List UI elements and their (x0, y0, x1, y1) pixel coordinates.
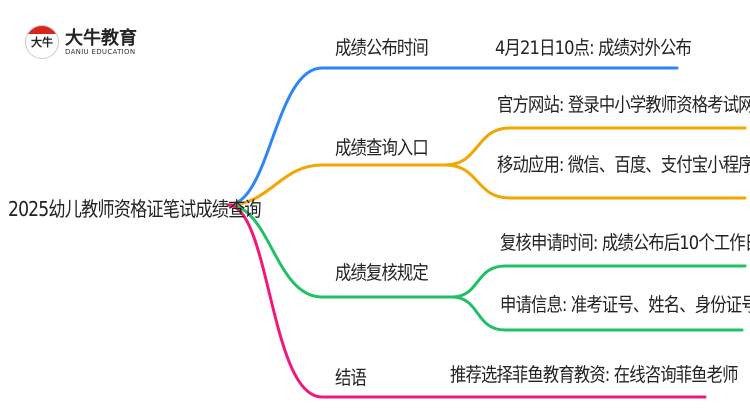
logo-subtitle: DANIU EDUCATION (65, 47, 136, 56)
logo-mark: 大牛 (25, 25, 59, 59)
child-2-2: 移动应用: 微信、百度、支付宝小程序 (497, 154, 750, 176)
child-1-1: 4月21日10点: 成绩对外公布 (495, 37, 692, 59)
root-topic: 2025幼儿教师资格证笔试成绩查询 (8, 197, 262, 221)
branch-label-2: 成绩查询入口 (335, 137, 429, 159)
child-4-1: 推荐选择菲鱼教育教资: 在线咨询菲鱼老师 (450, 364, 738, 386)
branch-label-3: 成绩复核规定 (335, 262, 429, 284)
branch-line-1 (226, 66, 679, 207)
child-3-2: 申请信息: 准考证号、姓名、身份证号等 (500, 294, 750, 316)
child-2-1: 官方网站: 登录中小学教师资格考试网 (497, 94, 750, 116)
child-3-1: 复核申请时间: 成绩公布后10个工作日内 (500, 232, 750, 254)
branch-line-2 (226, 126, 747, 207)
branch-line-3 (226, 203, 747, 332)
logo-name: 大牛教育 (65, 27, 137, 49)
logo-mark-text: 大牛 (31, 36, 53, 49)
branch-label-1: 成绩公布时间 (335, 37, 429, 59)
branch-line-4 (226, 203, 707, 399)
branch-label-4: 结语 (335, 367, 367, 389)
logo: 大牛 大牛教育 DANIU EDUCATION (25, 25, 137, 59)
